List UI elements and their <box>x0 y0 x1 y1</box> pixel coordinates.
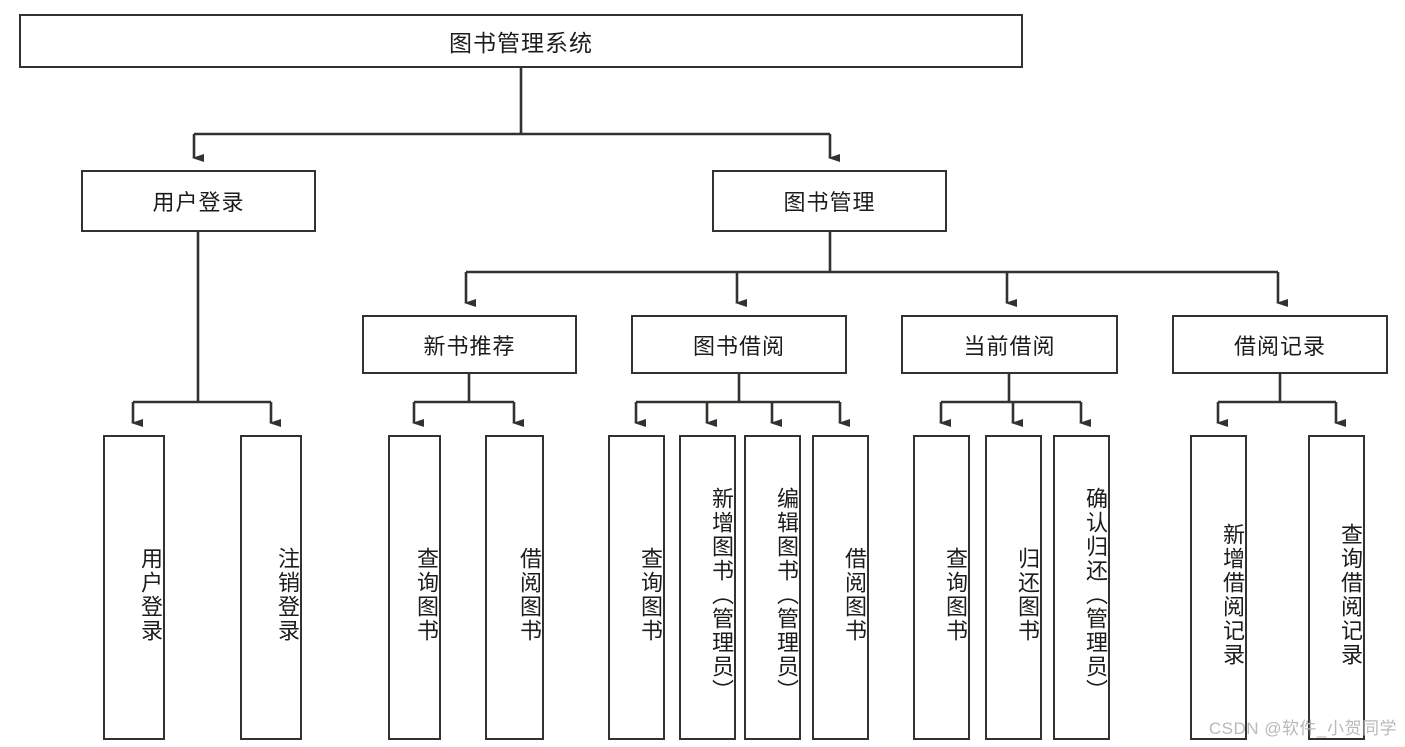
node-current-borrow[interactable]: 当前借阅 <box>901 315 1118 374</box>
node-label: 用户登录 <box>138 546 163 643</box>
node-label: 用户登录 <box>152 190 245 215</box>
leaf-user-login[interactable]: 用户登录 <box>103 435 165 740</box>
node-label: 注销登录 <box>275 546 300 643</box>
node-label: 新增借阅记录 <box>1220 522 1245 667</box>
node-label: 查询图书 <box>414 546 439 643</box>
leaf-query-borrow-record[interactable]: 查询借阅记录 <box>1308 435 1365 740</box>
node-label: 查询借阅记录 <box>1338 522 1363 667</box>
node-label: 查询图书 <box>638 546 663 643</box>
node-label: 确认归还（管理员） <box>1083 486 1108 703</box>
node-book-borrow[interactable]: 图书借阅 <box>631 315 847 374</box>
leaf-confirm-return-admin[interactable]: 确认归还（管理员） <box>1053 435 1110 740</box>
node-label: 新书推荐 <box>423 333 516 359</box>
node-label: 查询图书 <box>943 546 968 643</box>
node-label: 归还图书 <box>1015 546 1040 643</box>
leaf-borrow-book[interactable]: 借阅图书 <box>812 435 869 740</box>
leaf-add-book-admin[interactable]: 新增图书（管理员） <box>679 435 736 740</box>
node-label: 编辑图书（管理员） <box>774 486 799 703</box>
csdn-watermark: CSDN @软件_小贺同学 <box>1208 719 1397 738</box>
node-label: 借阅图书 <box>842 546 867 643</box>
node-label: 图书借阅 <box>692 333 785 359</box>
leaf-query-book-new-recommend[interactable]: 查询图书 <box>388 435 441 740</box>
node-user-login[interactable]: 用户登录 <box>81 170 316 232</box>
node-label: 借阅记录 <box>1233 333 1326 359</box>
node-label: 图书管理 <box>783 190 876 215</box>
node-borrow-record[interactable]: 借阅记录 <box>1172 315 1388 374</box>
leaf-query-book-current[interactable]: 查询图书 <box>913 435 970 740</box>
node-label: 图书管理系统 <box>449 30 593 56</box>
node-root-book-management-system[interactable]: 图书管理系统 <box>19 14 1023 68</box>
leaf-add-borrow-record[interactable]: 新增借阅记录 <box>1190 435 1247 740</box>
node-book-management[interactable]: 图书管理 <box>712 170 947 232</box>
leaf-query-book-borrow[interactable]: 查询图书 <box>608 435 665 740</box>
leaf-return-book[interactable]: 归还图书 <box>985 435 1042 740</box>
node-label: 借阅图书 <box>517 546 542 643</box>
leaf-user-logout[interactable]: 注销登录 <box>240 435 302 740</box>
node-label: 当前借阅 <box>963 333 1056 359</box>
leaf-borrow-book-new-recommend[interactable]: 借阅图书 <box>485 435 544 740</box>
leaf-edit-book-admin[interactable]: 编辑图书（管理员） <box>744 435 801 740</box>
node-label: 新增图书（管理员） <box>709 486 734 703</box>
node-new-book-recommend[interactable]: 新书推荐 <box>362 315 577 374</box>
